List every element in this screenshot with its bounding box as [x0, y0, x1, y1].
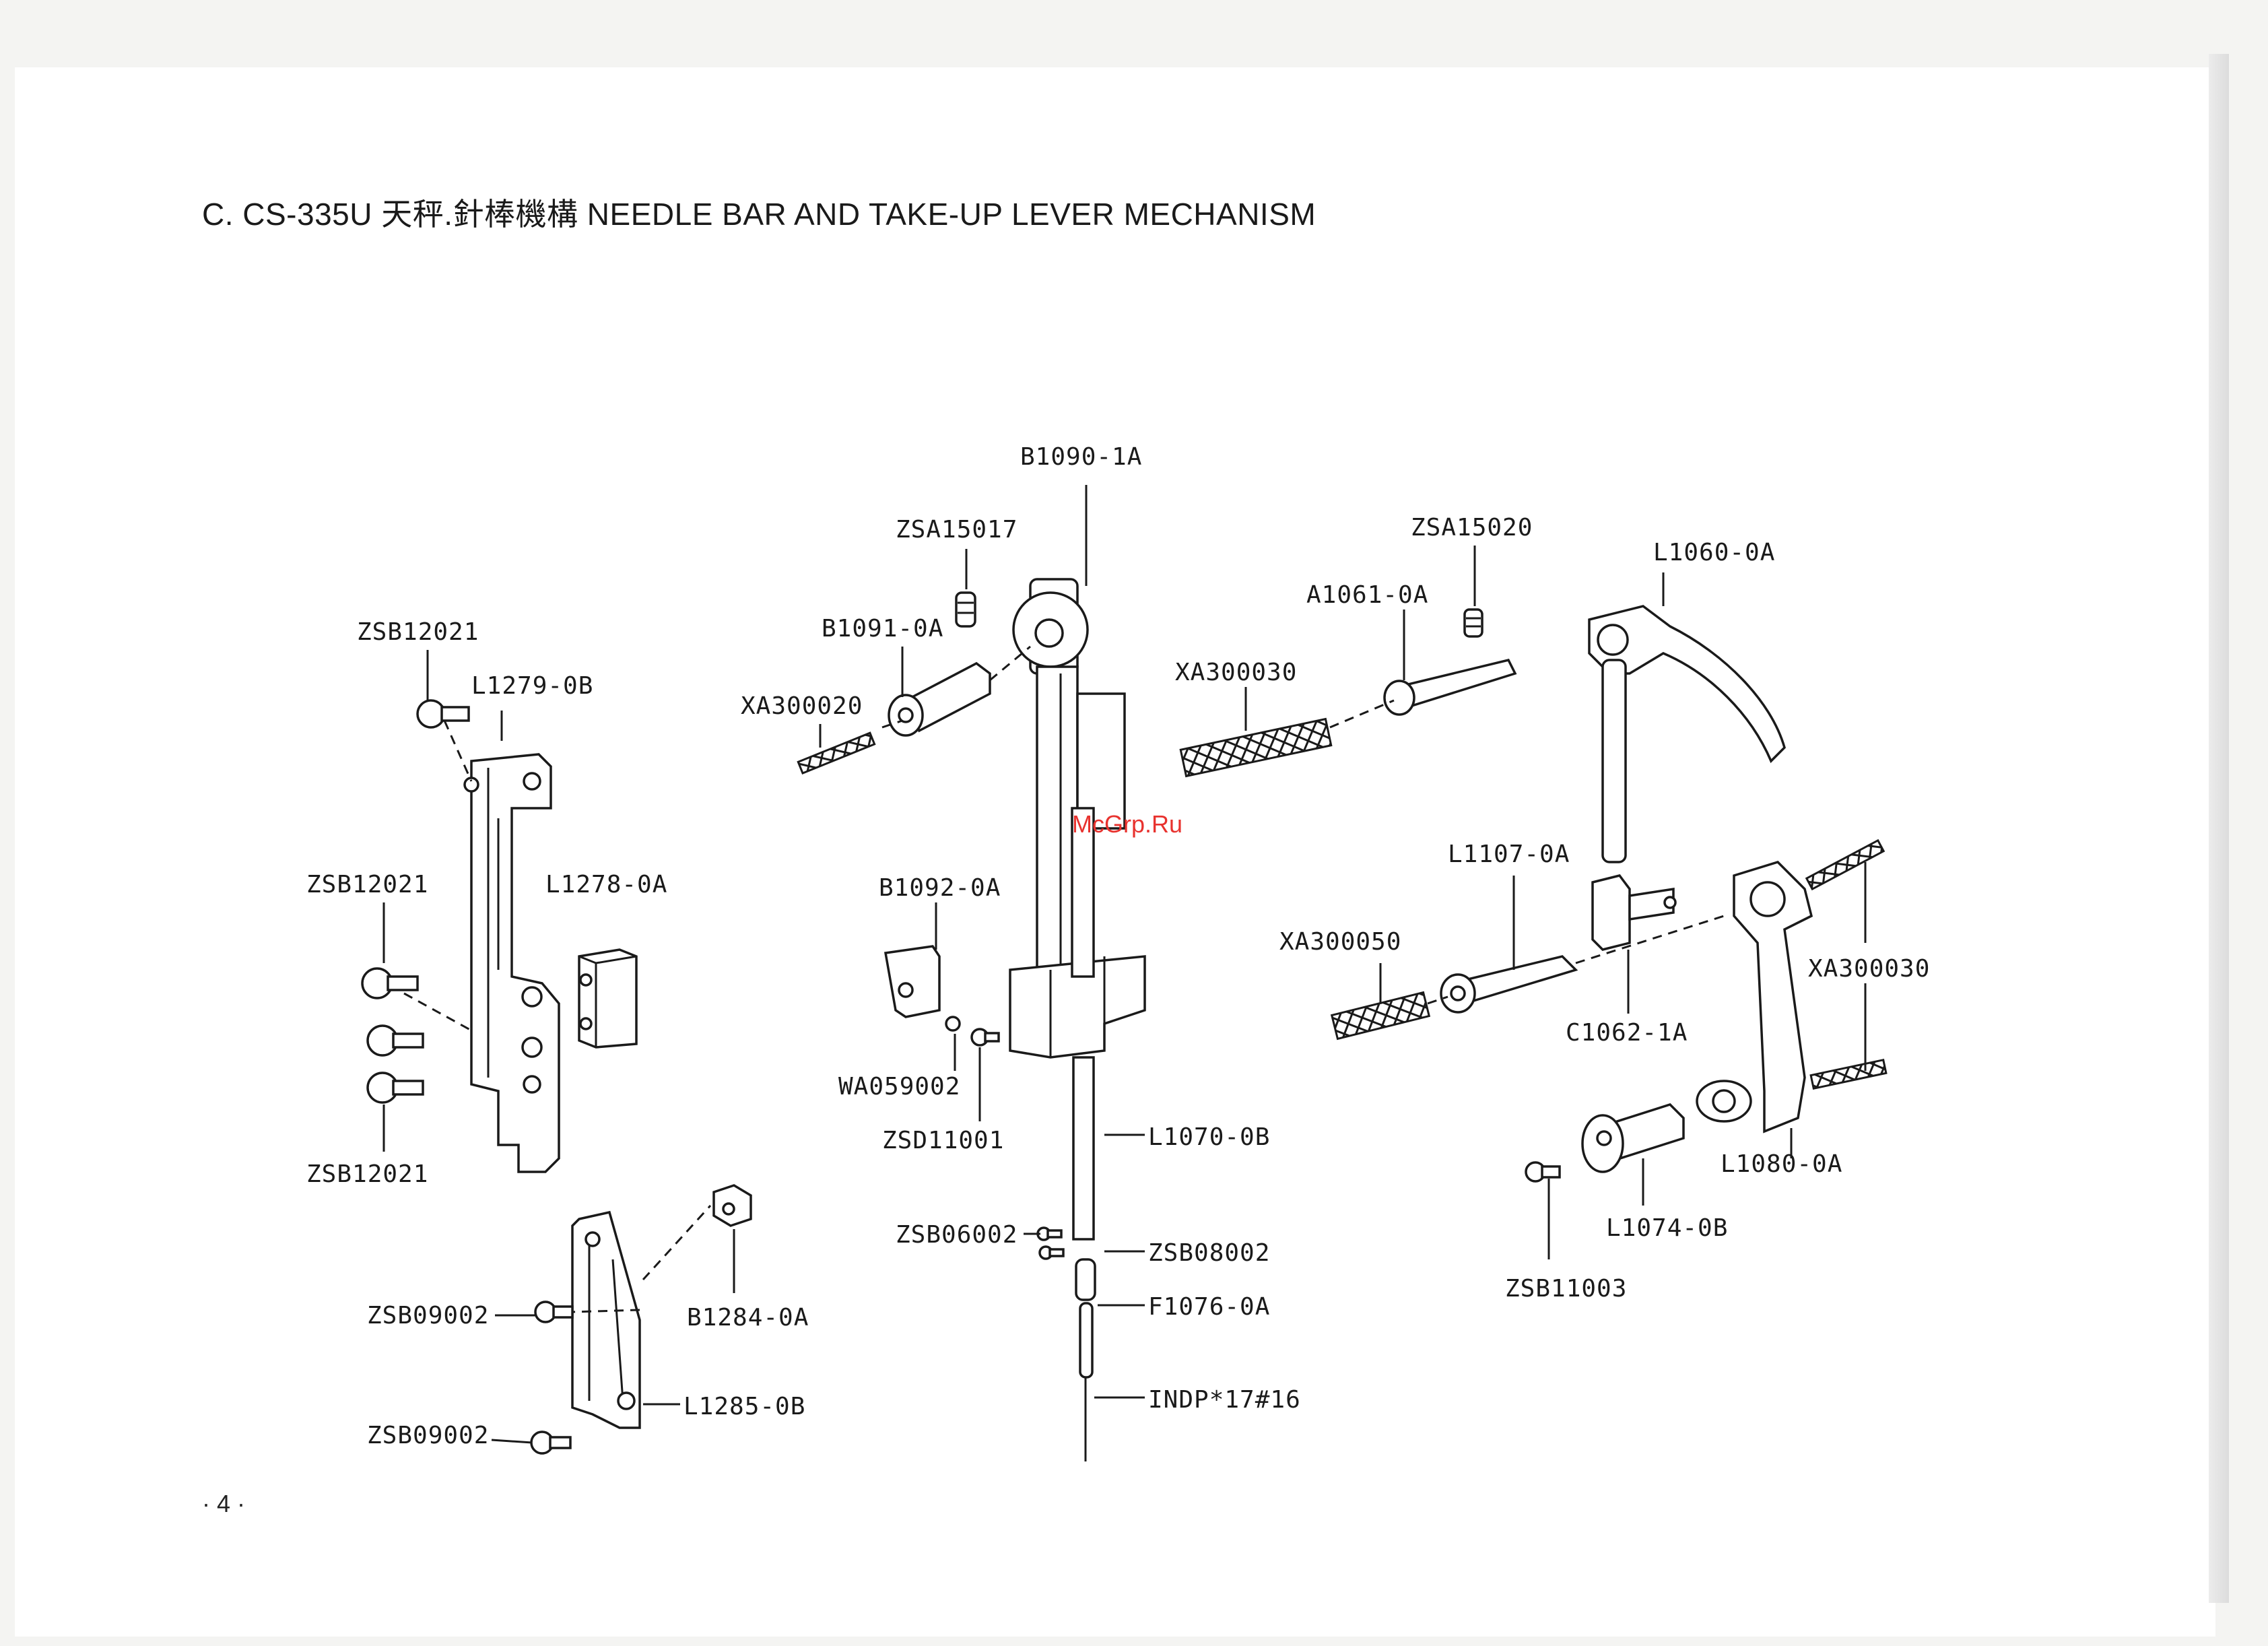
bracket-B1092 — [883, 945, 941, 1018]
label-ZSB06002: ZSB06002 — [896, 1221, 1018, 1249]
leader-lines — [382, 485, 1867, 1444]
label-XA300030-top: XA300030 — [1175, 659, 1297, 686]
screw-ZSB11003 — [1525, 1161, 1561, 1183]
pin-L1107 — [1440, 955, 1578, 1014]
collar-C1062 — [1591, 874, 1677, 951]
label-B1091-0A: B1091-0A — [822, 615, 943, 643]
page-sheet — [15, 67, 2215, 1637]
label-L1074-0B: L1074-0B — [1606, 1214, 1728, 1242]
page-edge — [2209, 54, 2229, 1603]
label-B1092-0A: B1092-0A — [879, 874, 1001, 902]
crank-B1090 — [1012, 578, 1126, 985]
link-L1080 — [1696, 861, 1813, 1133]
label-ZSB11003: ZSB11003 — [1505, 1275, 1627, 1303]
spring-XA300030-top — [1179, 717, 1333, 778]
plate-L1279 — [463, 753, 560, 1173]
label-ZSA15020: ZSA15020 — [1411, 514, 1533, 541]
screws-ZSB06002-ZSB08002 — [1036, 1226, 1065, 1260]
label-XA300030-right: XA300030 — [1808, 955, 1930, 983]
label-ZSB08002: ZSB08002 — [1148, 1239, 1270, 1267]
label-C1062-1A: C1062-1A — [1566, 1019, 1688, 1047]
block-B1284 — [712, 1184, 752, 1227]
plate-L1285 — [571, 1210, 641, 1429]
label-B1090-1A: B1090-1A — [1020, 443, 1142, 471]
label-A1061-0A: A1061-0A — [1306, 581, 1428, 609]
needle-bar-L1070 — [1009, 807, 1146, 1461]
label-ZSB12021-top: ZSB12021 — [357, 618, 479, 646]
label-XA300050: XA300050 — [1279, 928, 1401, 956]
label-ZSB09002-top: ZSB09002 — [367, 1302, 489, 1329]
screw-ZSA15017 — [955, 591, 976, 628]
label-ZSB12021-bot: ZSB12021 — [306, 1160, 428, 1188]
page-title: C. CS-335U 天秤.針棒機構 NEEDLE BAR AND TAKE-U… — [202, 197, 1316, 232]
label-L1279-0B: L1279-0B — [471, 672, 593, 700]
page-number: · 4 · — [202, 1490, 246, 1517]
watermark: McGrp.Ru — [1072, 810, 1183, 838]
label-L1285-0B: L1285-0B — [683, 1393, 805, 1420]
label-B1284-0A: B1284-0A — [687, 1304, 809, 1331]
screw-ZSD11001 — [970, 1028, 1000, 1047]
shaft-A1061 — [1383, 658, 1517, 716]
label-L1107-0A: L1107-0A — [1448, 841, 1570, 868]
pin-B1091 — [888, 661, 991, 737]
springs-XA300030-right — [1805, 838, 1888, 1090]
lever-L1060 — [1588, 605, 1786, 863]
screws-ZSB09002 — [530, 1301, 574, 1455]
label-L1278-0A: L1278-0A — [545, 871, 667, 898]
label-L1060-0A: L1060-0A — [1653, 539, 1775, 566]
label-INDP: INDP*17#16 — [1148, 1386, 1301, 1414]
part-labels: B1090-1A ZSA15017 B1091-0A XA300020 ZSB1… — [306, 443, 1930, 1449]
label-ZSD11001: ZSD11001 — [882, 1127, 1004, 1154]
spring-XA300050 — [1330, 991, 1431, 1041]
washer-WA059002 — [945, 1016, 961, 1032]
label-ZSA15017: ZSA15017 — [896, 516, 1018, 544]
screws-ZSB12021 — [361, 699, 470, 1104]
block-L1278 — [578, 948, 638, 1049]
label-F1076-0A: F1076-0A — [1148, 1293, 1270, 1321]
label-ZSB09002-bot: ZSB09002 — [367, 1422, 489, 1449]
label-L1070-0B: L1070-0B — [1148, 1123, 1270, 1151]
spring-XA300020 — [797, 731, 876, 775]
label-WA059002: WA059002 — [838, 1073, 960, 1100]
label-L1080-0A: L1080-0A — [1721, 1150, 1842, 1178]
label-XA300020: XA300020 — [741, 692, 863, 720]
eccentric-L1074 — [1581, 1103, 1685, 1173]
label-ZSB12021-mid: ZSB12021 — [306, 871, 428, 898]
screw-ZSA15020 — [1463, 608, 1483, 638]
